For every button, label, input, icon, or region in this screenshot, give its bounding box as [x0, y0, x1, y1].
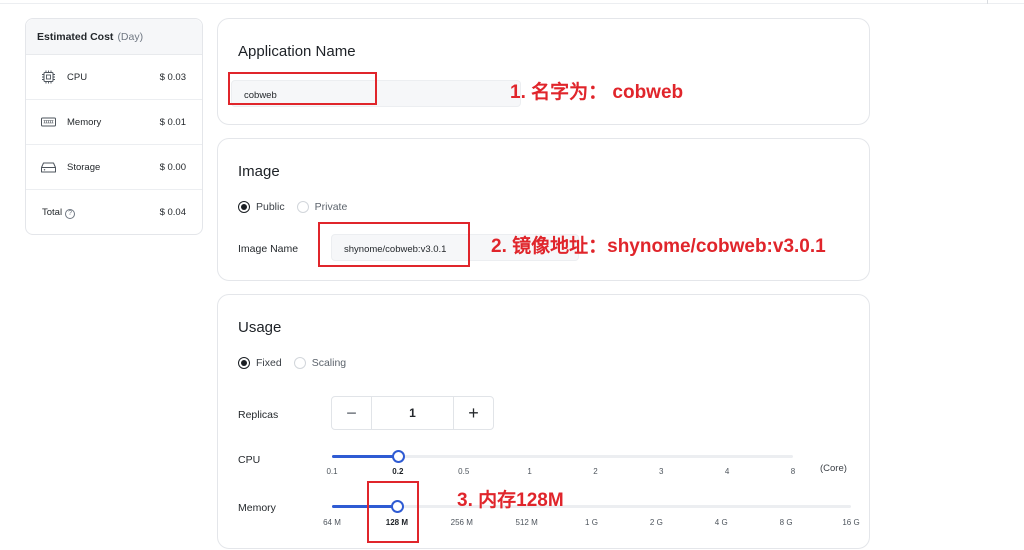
cpu-tick[interactable]: 8: [790, 467, 796, 476]
storage-icon: [41, 162, 56, 173]
cost-row-total: Total? $ 0.04: [26, 190, 202, 235]
radio-fixed[interactable]: [238, 357, 250, 369]
memory-tick[interactable]: 128 M: [385, 518, 408, 527]
estimated-cost-title: Estimated Cost: [37, 31, 114, 43]
cost-value: $ 0.00: [159, 162, 186, 173]
estimated-cost-header: Estimated Cost(Day): [26, 19, 202, 55]
cost-name: Storage: [67, 162, 101, 173]
cpu-tick[interactable]: 1: [527, 467, 532, 476]
top-divider: [0, 0, 1024, 4]
decrement-button[interactable]: −: [346, 402, 357, 423]
memory-tick[interactable]: 8 G: [779, 518, 793, 527]
memory-tick[interactable]: 1 G: [585, 518, 598, 527]
replicas-stepper: − 1 +: [331, 396, 494, 430]
annotation-box: [228, 72, 377, 105]
image-card: Image Public Private Image Name shynome/…: [217, 138, 870, 281]
cpu-tick[interactable]: 4: [724, 467, 730, 476]
radio-public[interactable]: [238, 201, 250, 213]
annotation-box: [318, 222, 470, 267]
cost-total-name: Total?: [42, 207, 76, 219]
memory-tick[interactable]: 512 M: [515, 518, 538, 527]
help-icon[interactable]: ?: [65, 209, 76, 219]
cpu-slider-fill: [332, 455, 398, 458]
image-name-label: Image Name: [238, 243, 299, 255]
memory-tick[interactable]: 2 G: [649, 518, 663, 527]
annotation-note: 1. 名字为： cobweb: [510, 82, 684, 103]
image-name-input[interactable]: shynome/cobweb:v3.0.1: [331, 234, 579, 261]
memory-icon: [41, 117, 56, 127]
cost-total-value: $ 0.04: [159, 207, 186, 218]
cost-value: $ 0.03: [159, 72, 186, 83]
cost-period: (Day): [117, 31, 144, 43]
annotation-note: 2. 镜像地址：shynome/cobweb:v3.0.1: [491, 236, 826, 257]
increment-button[interactable]: +: [468, 402, 479, 423]
replicas-label: Replicas: [238, 409, 279, 421]
annotation-note: 3. 内存128M: [457, 490, 564, 511]
radio-scaling[interactable]: [293, 357, 306, 369]
estimated-cost-panel: Estimated Cost(Day) CPU $ 0.03 Memory $ …: [25, 18, 203, 235]
replicas-value[interactable]: 1: [371, 397, 454, 429]
cpu-tick[interactable]: 3: [659, 467, 664, 476]
cost-name: CPU: [67, 72, 88, 83]
memory-slider-fill: [332, 505, 397, 508]
cost-row-cpu: CPU $ 0.03: [26, 55, 202, 100]
image-title: Image: [238, 163, 280, 180]
memory-tick[interactable]: 4 G: [714, 518, 728, 527]
application-name-title: Application Name: [238, 43, 356, 60]
radio-private[interactable]: [296, 201, 309, 213]
memory-slider[interactable]: [332, 500, 851, 513]
cost-value: $ 0.01: [159, 117, 186, 128]
radio-scaling-label[interactable]: Scaling: [311, 357, 347, 369]
cpu-icon: [42, 70, 55, 84]
total-label: Total: [42, 207, 63, 218]
usage-card: Usage Fixed Scaling Replicas − 1 + CPU 0…: [217, 294, 870, 549]
radio-public-label[interactable]: Public: [256, 201, 285, 213]
memory-tick[interactable]: 256 M: [450, 518, 473, 527]
usage-mode-radio-group: Fixed Scaling: [238, 357, 358, 369]
cpu-tick[interactable]: 0.2: [392, 467, 404, 476]
memory-tick[interactable]: 16 G: [842, 518, 860, 527]
application-name-card: Application Name cobweb 1. 名字为： cobweb: [217, 18, 870, 125]
image-visibility-radio-group: Public Private: [238, 201, 359, 213]
cost-name: Memory: [67, 117, 102, 128]
radio-fixed-label[interactable]: Fixed: [256, 357, 282, 369]
memory-label: Memory: [238, 502, 276, 514]
memory-slider-handle[interactable]: [390, 500, 404, 513]
cpu-tick[interactable]: 0.1: [326, 467, 338, 476]
cpu-tick[interactable]: 2: [593, 467, 598, 476]
cpu-unit: (Core): [820, 463, 847, 474]
cost-row-memory: Memory $ 0.01: [26, 100, 202, 145]
annotation-box: [367, 481, 419, 543]
memory-tick[interactable]: 64 M: [323, 518, 341, 527]
cpu-label: CPU: [238, 454, 261, 466]
cpu-slider-handle[interactable]: [391, 450, 405, 463]
cost-row-storage: Storage $ 0.00: [26, 145, 202, 190]
usage-title: Usage: [238, 319, 282, 336]
radio-private-label[interactable]: Private: [314, 201, 348, 213]
cpu-tick[interactable]: 0.5: [458, 467, 470, 476]
cpu-slider[interactable]: [332, 450, 793, 463]
